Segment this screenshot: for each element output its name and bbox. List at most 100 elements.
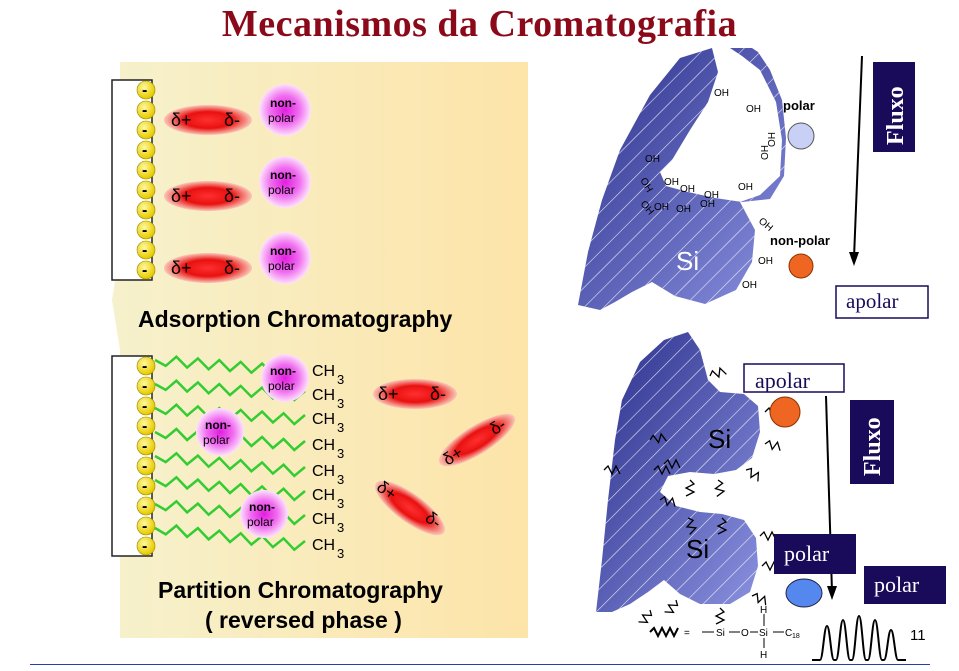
- c18-chain: [154, 475, 306, 502]
- nonpolar-label: polar: [268, 111, 295, 125]
- charge-bead: [136, 356, 156, 376]
- charge-sign: -: [142, 518, 147, 535]
- chain-end-sub: 3: [337, 420, 344, 435]
- dipole-negative: δ-: [224, 186, 240, 206]
- nonpolar-label: polar: [203, 433, 230, 447]
- charge-bead: [136, 260, 156, 280]
- charge-sign: -: [142, 498, 147, 515]
- bonded-squiggle: [714, 607, 726, 625]
- chain-end-sub: 3: [337, 546, 344, 561]
- chain-end-ch: CH: [312, 463, 335, 480]
- charge-sign: -: [142, 378, 147, 395]
- nonpolar-label: non-: [270, 244, 296, 258]
- fluxo-label-top: Fluxo: [883, 86, 909, 145]
- charge-sign: -: [142, 262, 147, 279]
- dipole-positive: δ+: [171, 258, 192, 278]
- charge-bead: [136, 456, 156, 476]
- charge-sign: -: [142, 438, 147, 455]
- nonpolar-label: polar: [268, 183, 295, 197]
- polar-analyte-ball-bottom: [785, 578, 823, 608]
- silica-particle-bottom: [596, 332, 760, 612]
- chain-end-sub: 3: [337, 496, 344, 511]
- charge-sign: -: [142, 538, 147, 555]
- charge-bead: [136, 200, 156, 220]
- charge-bead: [136, 240, 156, 260]
- silica-bottom-si-lower: Si: [686, 534, 709, 564]
- silanol-oh: OH: [738, 182, 753, 193]
- charge-sign: -: [142, 358, 147, 375]
- silanol-oh: OH: [645, 154, 660, 165]
- dipole-positive: δ+: [378, 384, 399, 404]
- nonpolar-molecule: [259, 232, 311, 284]
- polar-label-top: polar: [783, 98, 815, 113]
- silanol-oh: OH: [680, 184, 695, 195]
- dipole-positive: δ+: [171, 186, 192, 206]
- bonded-phase-legend: = Si O Si H H C 18: [649, 605, 800, 661]
- charge-bead: [136, 536, 156, 556]
- chain-end-sub: 3: [337, 520, 344, 535]
- charge-sign: -: [142, 242, 147, 259]
- dipole-molecule: [375, 480, 445, 536]
- charge-sign: -: [142, 478, 147, 495]
- chain-end-sub: 3: [337, 472, 344, 487]
- nonpolar-label: non-: [270, 96, 296, 110]
- nonpolar-molecule: [196, 408, 244, 456]
- partition-caption-line2: ( reversed phase ): [205, 607, 402, 633]
- nonpolar-molecule: [261, 354, 309, 402]
- charge-sign: -: [142, 142, 147, 159]
- adsorption-charge-beads: ----------: [136, 80, 156, 280]
- legend-h-bottom: H: [760, 650, 767, 661]
- dipole-molecule: [373, 379, 457, 409]
- dipole-molecule: [164, 253, 252, 283]
- charge-sign: -: [142, 82, 147, 99]
- charge-sign: -: [142, 102, 147, 119]
- charge-bead: [136, 476, 156, 496]
- chain-end-ch: CH: [312, 411, 335, 428]
- adsorption-caption: Adsorption Chromatography: [138, 306, 453, 332]
- apolar-analyte-ball-bottom: [769, 396, 801, 428]
- legend-si-2: Si: [759, 628, 768, 639]
- legend-equals: =: [684, 628, 690, 639]
- nonpolar-label: non-: [270, 168, 296, 182]
- silica-top-si-upper: Si: [702, 138, 725, 168]
- charge-bead: [136, 120, 156, 140]
- polar-box-outer: [864, 566, 946, 604]
- c18-chain: [154, 523, 306, 552]
- charge-bead: [136, 436, 156, 456]
- dipole-negative: δ-: [430, 384, 446, 404]
- legend-h-top: H: [760, 605, 767, 616]
- charge-sign: -: [142, 222, 147, 239]
- charge-bead: [136, 376, 156, 396]
- chain-end-ch: CH: [312, 487, 335, 504]
- footer-divider: [30, 664, 930, 665]
- fluxo-box-bottom: [850, 400, 894, 484]
- charge-sign: -: [142, 458, 147, 475]
- bonded-squiggle: [745, 467, 760, 482]
- nonpolar-label: non-: [270, 364, 296, 378]
- chain-end-sub: 3: [337, 372, 344, 387]
- polar-box-inner: [774, 534, 856, 574]
- charge-sign: -: [142, 398, 147, 415]
- bonded-squiggle: [759, 530, 777, 542]
- charge-sign: -: [142, 202, 147, 219]
- silica-particle-top: [578, 48, 786, 310]
- silanol-oh: HO: [765, 132, 776, 147]
- silica-bottom-si-upper: Si: [708, 424, 731, 454]
- dipole-negative: δ-: [224, 110, 240, 130]
- chain-end-sub: 3: [337, 446, 344, 461]
- charge-sign: -: [142, 122, 147, 139]
- apolar-label-top: apolar: [846, 289, 898, 313]
- nonpolar-molecule: [259, 156, 311, 208]
- bonded-squiggle: [659, 495, 676, 507]
- polar-label-inner: polar: [784, 541, 830, 566]
- bonded-squiggle: [716, 517, 728, 535]
- page-title: Mecanismos da Cromatografia: [221, 3, 738, 45]
- charge-bead: [136, 100, 156, 120]
- bonded-squiggle: [603, 464, 621, 476]
- legend-o: O: [741, 628, 749, 639]
- silanol-oh: OH: [704, 190, 719, 201]
- partition-charge-beads: ----------: [136, 356, 156, 556]
- dipole-negative: δ-: [224, 258, 240, 278]
- chain-end-ch: CH: [312, 437, 335, 454]
- nonpolar-molecule: [259, 84, 311, 136]
